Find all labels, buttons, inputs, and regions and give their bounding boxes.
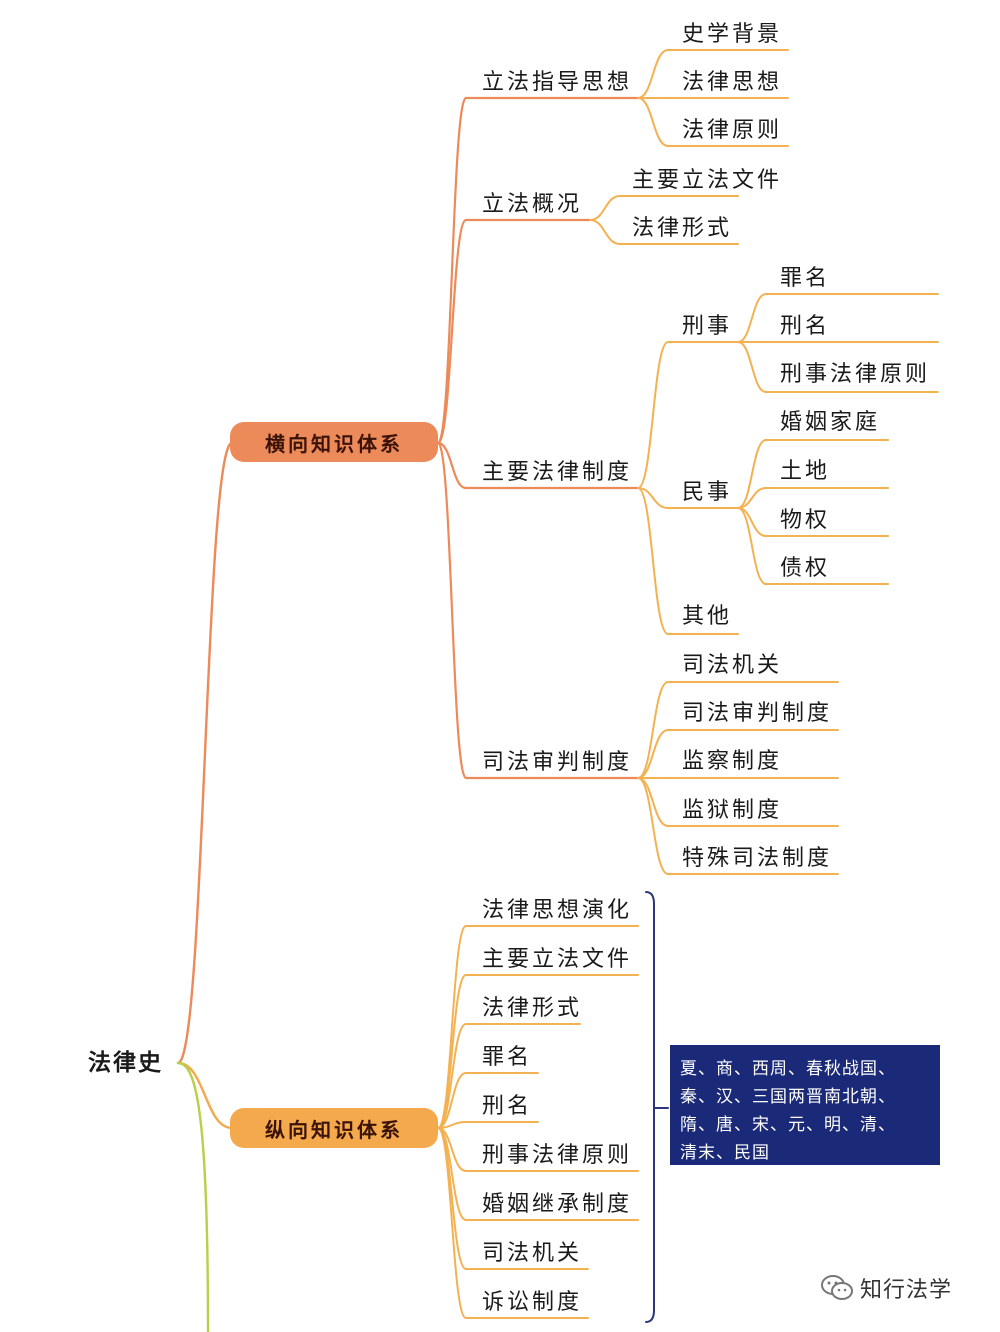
node-legal-thought: 法律思想 <box>682 70 783 95</box>
node-property-rights: 物权 <box>780 508 831 533</box>
node-criminal-law-principles: 刑事法律原则 <box>780 362 931 387</box>
vertical-item: 刑名 <box>482 1094 533 1119</box>
connector-line <box>589 219 621 245</box>
era-line: 秦、汉、三国两晋南北朝、 <box>680 1087 896 1107</box>
node-crime-names: 罪名 <box>780 266 831 291</box>
connector-line <box>637 487 669 635</box>
connector-line <box>436 218 468 445</box>
connector-line <box>637 97 669 147</box>
connector-line <box>589 195 621 221</box>
vertical-item: 婚姻继承制度 <box>482 1192 633 1217</box>
connector-line <box>437 974 467 1129</box>
connector-line <box>176 1061 210 1332</box>
era-summary-box: 夏、商、西周、春秋战国、 秦、汉、三国两晋南北朝、 隋、唐、宋、元、明、清、 清… <box>670 1045 940 1165</box>
vertical-item: 司法机关 <box>482 1241 583 1266</box>
node-civil: 民事 <box>682 480 733 505</box>
era-line: 清末、民国 <box>680 1143 770 1163</box>
node-main-legal-systems: 主要法律制度 <box>482 460 633 485</box>
root-node: 法律史 <box>88 1050 163 1076</box>
node-prison-system: 监狱制度 <box>682 798 783 823</box>
connector-line <box>436 441 468 490</box>
vertical-branch: 纵向知识体系 <box>230 1108 438 1148</box>
node-historical-background: 史学背景 <box>682 22 783 47</box>
wechat-icon <box>821 1275 853 1300</box>
connector-line <box>637 729 669 779</box>
connector-line <box>737 507 767 585</box>
era-line: 夏、商、西周、春秋战国、 <box>680 1059 896 1079</box>
connector-line <box>737 439 767 509</box>
connector-line <box>176 1061 234 1130</box>
node-marriage-family: 婚姻家庭 <box>780 410 881 435</box>
node-land: 土地 <box>780 459 831 484</box>
node-creditor-rights: 债权 <box>780 556 831 581</box>
watermark: 知行法学 <box>820 1272 952 1304</box>
connector-line <box>637 49 669 99</box>
connector-line <box>436 96 468 445</box>
connector-line <box>176 441 234 1065</box>
node-legal-principle: 法律原则 <box>682 118 783 143</box>
node-other: 其他 <box>682 604 733 629</box>
vertical-item: 主要立法文件 <box>482 947 633 972</box>
vertical-item: 法律形式 <box>482 996 583 1021</box>
connector-line <box>737 293 767 343</box>
connector-line <box>637 341 669 489</box>
node-main-legislative-documents: 主要立法文件 <box>632 168 783 193</box>
connector-line <box>436 441 468 780</box>
connector-line <box>637 777 669 875</box>
vertical-item: 诉讼制度 <box>482 1290 583 1315</box>
connector-line <box>437 1023 467 1129</box>
node-legal-forms: 法律形式 <box>632 216 733 241</box>
connector-line <box>637 777 669 827</box>
connector-line <box>737 341 767 393</box>
vertical-item: 罪名 <box>482 1045 533 1070</box>
node-criminal: 刑事 <box>682 314 733 339</box>
vertical-item: 法律思想演化 <box>482 898 633 923</box>
node-special-judicial-system: 特殊司法制度 <box>682 846 833 871</box>
watermark-text: 知行法学 <box>860 1278 953 1303</box>
connector-line <box>637 487 669 509</box>
node-penalty-names: 刑名 <box>780 314 831 339</box>
connector-line <box>637 681 669 779</box>
node-judicial-trial-subsystem: 司法审判制度 <box>682 701 833 726</box>
era-line: 隋、唐、宋、元、明、清、 <box>680 1115 896 1135</box>
connector-line <box>737 487 767 509</box>
connector-line <box>645 891 655 1323</box>
node-supervision-system: 监察制度 <box>682 749 783 774</box>
node-legislation-overview: 立法概况 <box>482 192 583 217</box>
vertical-item: 刑事法律原则 <box>482 1143 633 1168</box>
connector-line <box>437 1072 467 1129</box>
horizontal-branch: 横向知识体系 <box>230 422 438 462</box>
node-legislative-ideology: 立法指导思想 <box>482 70 633 95</box>
node-judicial-organs: 司法机关 <box>682 653 783 678</box>
node-judicial-trial-system: 司法审判制度 <box>482 750 633 775</box>
connector-line <box>437 1127 467 1319</box>
